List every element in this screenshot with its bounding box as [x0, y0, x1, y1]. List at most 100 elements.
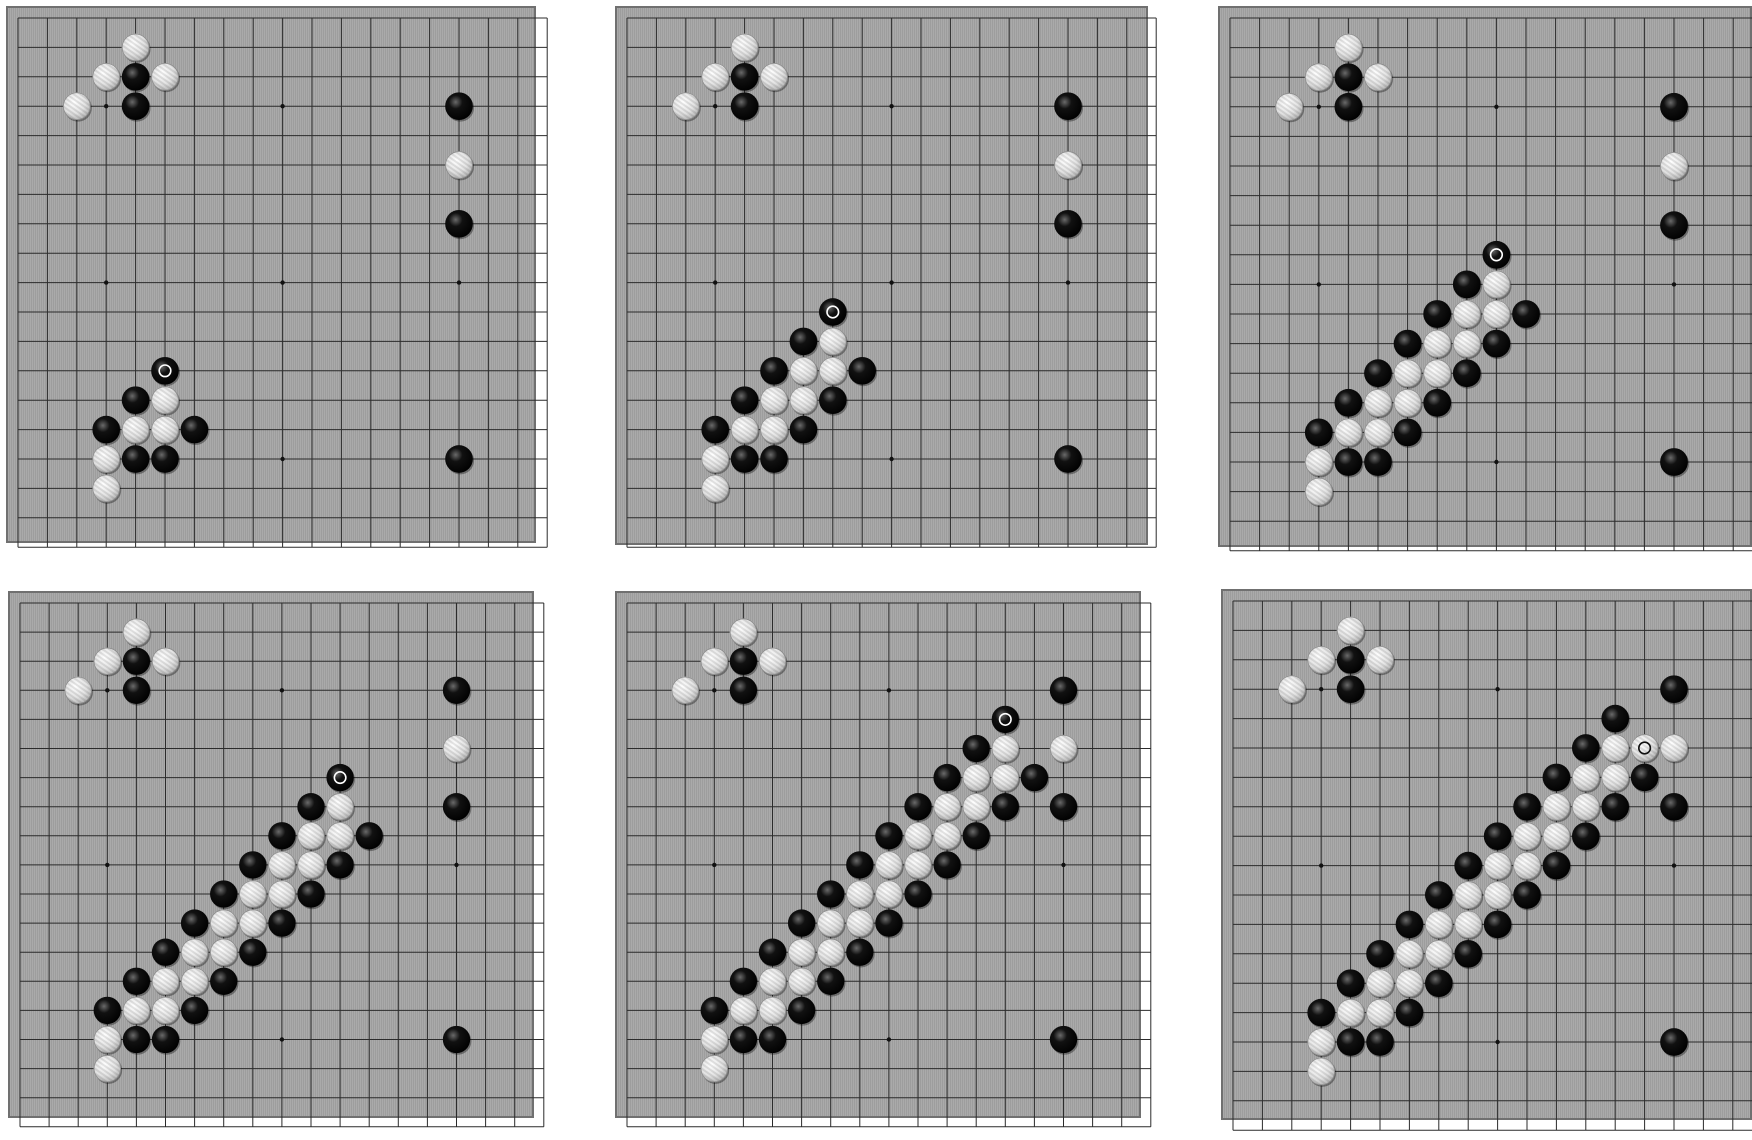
- black-stone-icon[interactable]: [1513, 793, 1542, 822]
- white-stone-icon[interactable]: [817, 909, 846, 938]
- white-stone-icon[interactable]: [1278, 675, 1307, 704]
- white-stone-icon[interactable]: [1482, 270, 1511, 299]
- white-stone-icon[interactable]: [1484, 881, 1513, 910]
- black-stone-icon[interactable]: [1425, 969, 1454, 998]
- black-stone-icon[interactable]: [1512, 300, 1541, 329]
- black-stone-icon[interactable]: [239, 939, 268, 968]
- black-stone-icon[interactable]: [356, 822, 385, 851]
- white-stone-icon[interactable]: [759, 997, 788, 1026]
- white-stone-icon[interactable]: [1453, 300, 1482, 329]
- white-stone-icon[interactable]: [1425, 940, 1454, 969]
- white-stone-icon[interactable]: [759, 968, 788, 997]
- black-stone-icon[interactable]: [326, 851, 355, 880]
- white-stone-icon[interactable]: [94, 1026, 123, 1055]
- white-stone-icon[interactable]: [152, 648, 181, 677]
- black-stone-icon[interactable]: [1631, 764, 1660, 793]
- white-stone-icon[interactable]: [94, 1055, 123, 1084]
- black-stone-icon[interactable]: [151, 357, 180, 386]
- white-stone-icon[interactable]: [239, 909, 268, 938]
- black-stone-icon[interactable]: [1543, 852, 1572, 881]
- black-stone-icon[interactable]: [443, 677, 472, 706]
- black-stone-icon[interactable]: [759, 1026, 788, 1055]
- white-stone-icon[interactable]: [443, 735, 472, 764]
- white-stone-icon[interactable]: [731, 34, 760, 63]
- white-stone-icon[interactable]: [1660, 152, 1689, 181]
- black-stone-icon[interactable]: [933, 764, 962, 793]
- black-stone-icon[interactable]: [1453, 359, 1482, 388]
- white-stone-icon[interactable]: [152, 968, 181, 997]
- black-stone-icon[interactable]: [760, 445, 789, 474]
- white-stone-icon[interactable]: [1454, 911, 1483, 940]
- black-stone-icon[interactable]: [730, 968, 759, 997]
- white-stone-icon[interactable]: [1572, 764, 1601, 793]
- black-stone-icon[interactable]: [701, 997, 730, 1026]
- black-stone-icon[interactable]: [1394, 330, 1423, 359]
- black-stone-icon[interactable]: [730, 1026, 759, 1055]
- white-stone-icon[interactable]: [122, 416, 151, 445]
- white-stone-icon[interactable]: [65, 677, 94, 706]
- white-stone-icon[interactable]: [210, 909, 239, 938]
- black-stone-icon[interactable]: [1396, 999, 1425, 1028]
- white-stone-icon[interactable]: [760, 416, 789, 445]
- black-stone-icon[interactable]: [122, 386, 151, 415]
- black-stone-icon[interactable]: [1334, 63, 1363, 92]
- white-stone-icon[interactable]: [1453, 330, 1482, 359]
- white-stone-icon[interactable]: [701, 63, 730, 92]
- black-stone-icon[interactable]: [1484, 911, 1513, 940]
- black-stone-icon[interactable]: [1601, 705, 1630, 734]
- black-stone-icon[interactable]: [181, 997, 210, 1026]
- black-stone-icon[interactable]: [210, 880, 239, 909]
- white-stone-icon[interactable]: [1305, 448, 1334, 477]
- black-stone-icon[interactable]: [1543, 764, 1572, 793]
- white-stone-icon[interactable]: [1631, 734, 1660, 763]
- white-stone-icon[interactable]: [268, 851, 297, 880]
- black-stone-icon[interactable]: [123, 677, 152, 706]
- black-stone-icon[interactable]: [123, 968, 152, 997]
- black-stone-icon[interactable]: [1364, 448, 1393, 477]
- white-stone-icon[interactable]: [326, 793, 355, 822]
- white-stone-icon[interactable]: [672, 92, 701, 121]
- white-stone-icon[interactable]: [63, 92, 92, 121]
- black-stone-icon[interactable]: [122, 445, 151, 474]
- black-stone-icon[interactable]: [94, 997, 123, 1026]
- black-stone-icon[interactable]: [1660, 211, 1689, 240]
- black-stone-icon[interactable]: [933, 851, 962, 880]
- white-stone-icon[interactable]: [1337, 999, 1366, 1028]
- white-stone-icon[interactable]: [1543, 822, 1572, 851]
- white-stone-icon[interactable]: [445, 151, 474, 180]
- black-stone-icon[interactable]: [963, 822, 992, 851]
- white-stone-icon[interactable]: [701, 1026, 730, 1055]
- white-stone-icon[interactable]: [1366, 969, 1395, 998]
- black-stone-icon[interactable]: [1054, 92, 1083, 121]
- white-stone-icon[interactable]: [326, 822, 355, 851]
- white-stone-icon[interactable]: [1366, 646, 1395, 675]
- white-stone-icon[interactable]: [1394, 359, 1423, 388]
- white-stone-icon[interactable]: [819, 328, 848, 357]
- white-stone-icon[interactable]: [788, 968, 817, 997]
- white-stone-icon[interactable]: [210, 939, 239, 968]
- white-stone-icon[interactable]: [1425, 911, 1454, 940]
- black-stone-icon[interactable]: [819, 386, 848, 415]
- white-stone-icon[interactable]: [181, 939, 210, 968]
- black-stone-icon[interactable]: [443, 1026, 472, 1055]
- black-stone-icon[interactable]: [1021, 764, 1050, 793]
- white-stone-icon[interactable]: [846, 909, 875, 938]
- white-stone-icon[interactable]: [1364, 418, 1393, 447]
- black-stone-icon[interactable]: [210, 968, 239, 997]
- white-stone-icon[interactable]: [1305, 63, 1334, 92]
- black-stone-icon[interactable]: [904, 793, 933, 822]
- white-stone-icon[interactable]: [1601, 734, 1630, 763]
- black-stone-icon[interactable]: [1054, 445, 1083, 474]
- white-stone-icon[interactable]: [1275, 93, 1304, 122]
- white-stone-icon[interactable]: [790, 386, 819, 415]
- black-stone-icon[interactable]: [1366, 940, 1395, 969]
- black-stone-icon[interactable]: [445, 92, 474, 121]
- black-stone-icon[interactable]: [1305, 418, 1334, 447]
- black-stone-icon[interactable]: [848, 357, 877, 386]
- white-stone-icon[interactable]: [1543, 793, 1572, 822]
- white-stone-icon[interactable]: [1396, 969, 1425, 998]
- black-stone-icon[interactable]: [875, 909, 904, 938]
- white-stone-icon[interactable]: [1364, 389, 1393, 418]
- black-stone-icon[interactable]: [239, 851, 268, 880]
- white-stone-icon[interactable]: [1454, 881, 1483, 910]
